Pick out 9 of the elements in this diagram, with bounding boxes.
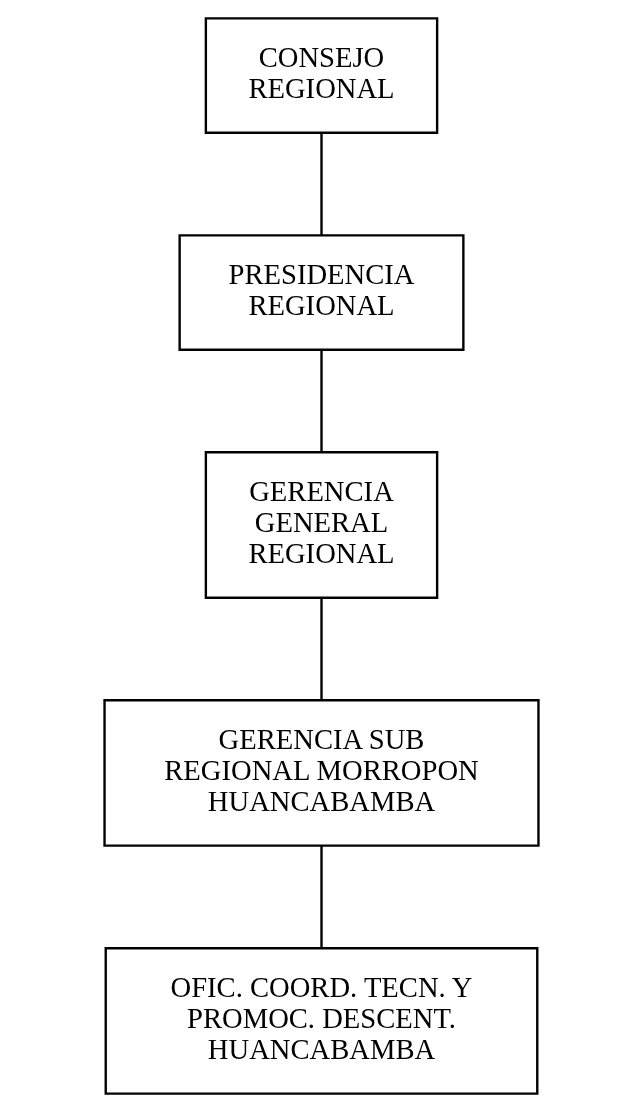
node-box: CONSEJO REGIONAL xyxy=(204,17,439,134)
connector xyxy=(320,350,323,452)
connector xyxy=(320,598,323,700)
node-box: GERENCIA SUB REGIONAL MORROPON HUANCABAMBA xyxy=(103,699,540,847)
node-box: OFIC. COORD. TECN. Y PROMOC. DESCENT. HUANCABAMBA xyxy=(104,947,539,1095)
node-box: PRESIDENCIA REGIONAL xyxy=(178,234,465,351)
connector xyxy=(320,133,323,235)
connector xyxy=(320,846,323,948)
node-box: GERENCIA GENERAL REGIONAL xyxy=(204,451,439,599)
